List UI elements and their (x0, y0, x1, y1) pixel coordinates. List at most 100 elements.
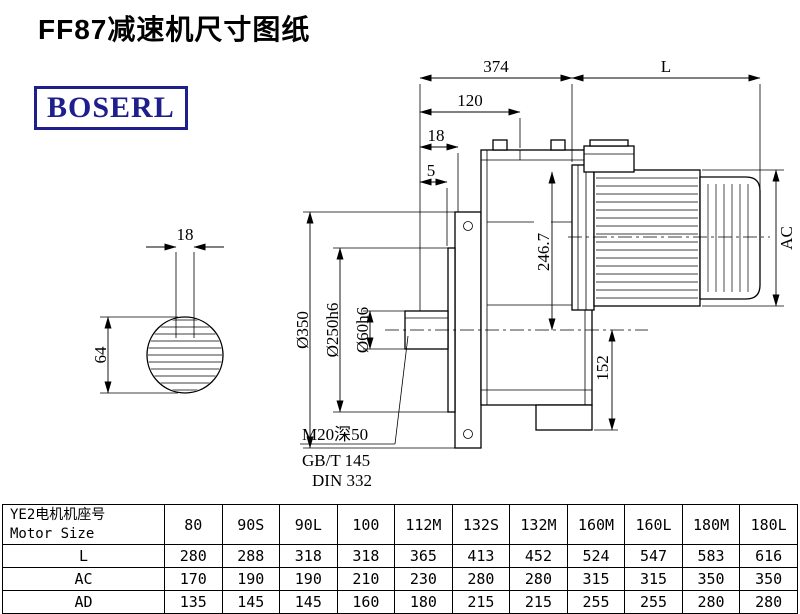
table-cell: 365 (394, 544, 453, 568)
adapter-lines (577, 165, 587, 310)
table-cell: 315 (624, 567, 683, 591)
table-cell: 547 (624, 544, 683, 568)
dimension-flange-diameter: Ø350 (293, 211, 455, 449)
technical-drawing: 18 64 (91, 57, 796, 490)
table-cell: 145 (221, 590, 281, 614)
dim-246-7-label: 246.7 (534, 232, 553, 271)
shaft-section-view: 18 64 (91, 225, 224, 394)
row-label: AC (2, 567, 165, 591)
table-cell: 210 (336, 567, 396, 591)
column-header: 112M (394, 504, 453, 545)
shaft-height-label: 64 (91, 346, 110, 364)
table-cell: 583 (681, 544, 741, 568)
table-cell: 413 (451, 544, 511, 568)
dim-120-label: 120 (457, 91, 483, 110)
table-cell: 230 (394, 567, 453, 591)
keyway-lines (175, 252, 195, 338)
table-cell: 280 (164, 544, 223, 568)
top-bolt-left (492, 139, 508, 151)
table-row-L: L 280 288 318 318 365 413 452 524 547 58… (2, 544, 798, 568)
brand-logo: BOSERL (34, 86, 188, 130)
column-header: 90L (279, 504, 338, 545)
motor-size-label-cn: YE2电机机座号 (10, 507, 106, 524)
table-row-AD: AD 135 145 145 160 180 215 215 255 255 2… (2, 590, 798, 614)
table-header-row: YE2电机机座号 Motor Size 80 90S 90L 100 112M … (2, 504, 798, 545)
dimension-152: 152 (593, 329, 618, 431)
table-cell: 315 (566, 567, 626, 591)
dimension-120: 120 (419, 91, 521, 148)
dimension-shaft-diameter: Ø60h6 (353, 307, 405, 353)
column-header: 180M (681, 504, 741, 545)
standard-2-label: DIN 332 (312, 471, 372, 490)
table-cell: 350 (739, 567, 798, 591)
flange-bolt-hole-bottom (463, 429, 473, 439)
column-header: 80 (164, 504, 223, 545)
tapped-hole-note: M20深50 GB/T 145 DIN 332 (300, 335, 409, 490)
table-cell: 145 (279, 590, 338, 614)
dimension-overall-width: 374 (419, 57, 573, 311)
overall-width-label: 374 (483, 57, 509, 76)
text-clearance (534, 204, 551, 300)
table-cell: 452 (509, 544, 568, 568)
table-cell: 350 (681, 567, 741, 591)
table-cell: 160 (336, 590, 396, 614)
table-cell: 190 (279, 567, 338, 591)
motor-body (593, 169, 701, 307)
table-row-AC: AC 170 190 190 210 230 280 280 315 315 3… (2, 567, 798, 591)
row-label: AD (2, 590, 165, 614)
terminal-box (583, 145, 635, 173)
tapped-hole-label: M20深50 (302, 425, 368, 444)
dimension-5: 5 (419, 161, 448, 246)
shaft-diameter-label: Ø60h6 (353, 307, 372, 353)
dimension-shaft-height: 64 (91, 316, 178, 394)
column-header: 90S (221, 504, 281, 545)
table-cell: 255 (566, 590, 626, 614)
table-cell: 288 (221, 544, 281, 568)
table-cell: 170 (164, 567, 223, 591)
motor-size-label-en: Motor Size (10, 525, 95, 542)
dimension-18: 18 (419, 126, 459, 212)
motor-diameter-label: AC (777, 226, 796, 250)
dimension-spigot-diameter: Ø250h6 (323, 247, 448, 413)
column-header: 160L (624, 504, 683, 545)
column-header: 132M (509, 504, 568, 545)
brand-name: BOSERL (47, 91, 175, 124)
top-bolt-right (550, 139, 566, 151)
table-cell: 215 (509, 590, 568, 614)
motor-length-label: L (661, 57, 671, 76)
dim-152-label: 152 (593, 355, 612, 381)
dimension-motor-diameter: AC (702, 169, 796, 307)
column-header: 132S (451, 504, 511, 545)
table-cell: 135 (164, 590, 223, 614)
dimension-key-width: 18 (146, 225, 224, 251)
dimension-246-7: 246.7 (534, 171, 556, 331)
table-cell: 280 (681, 590, 741, 614)
row-label: L (2, 544, 165, 568)
column-header: 180L (739, 504, 798, 545)
table-cell: 215 (451, 590, 511, 614)
table-cell: 190 (221, 567, 281, 591)
table-cell: 280 (451, 567, 511, 591)
standard-1-label: GB/T 145 (302, 451, 370, 470)
fan-cover-ribs (707, 184, 749, 292)
table-cell: 280 (509, 567, 568, 591)
terminal-box-lid (589, 139, 629, 147)
motor-adapter (571, 164, 595, 311)
key-width-label: 18 (177, 225, 194, 244)
housing-foot (535, 404, 593, 431)
column-header: 100 (336, 504, 396, 545)
table-cell: 180 (394, 590, 453, 614)
column-header: 160M (566, 504, 626, 545)
spigot-diameter-label: Ø250h6 (323, 303, 342, 358)
dimension-motor-length: L (571, 57, 761, 188)
flange-diameter-label: Ø350 (293, 311, 312, 349)
table-cell: 318 (336, 544, 396, 568)
table-cell: 255 (624, 590, 683, 614)
page-title: FF87减速机尺寸图纸 (38, 14, 311, 45)
gearbox-main-view: 374 L 120 18 (293, 57, 796, 490)
table-cell: 318 (279, 544, 338, 568)
fan-cover (699, 176, 761, 300)
dim-5-label: 5 (427, 161, 436, 180)
motor-size-table: YE2电机机座号 Motor Size 80 90S 90L 100 112M … (2, 504, 798, 614)
